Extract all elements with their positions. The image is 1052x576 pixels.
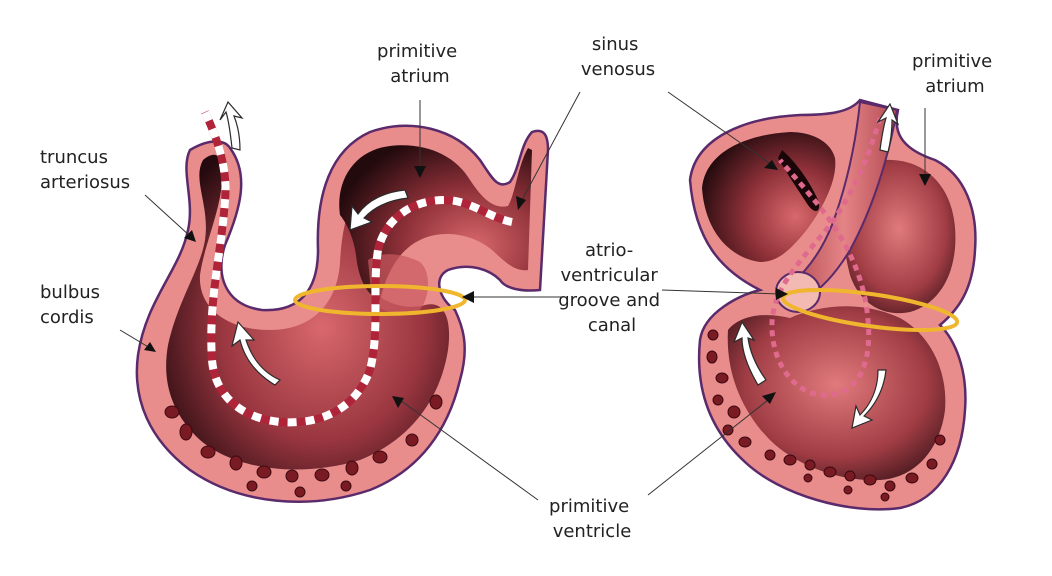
label-truncus-arteriosus: truncus arteriosus (40, 147, 130, 193)
label-av-groove-and-canal: atrio- ventricular groove and canal (558, 240, 666, 336)
label-bulbus-cordis: bulbus cordis (40, 282, 106, 328)
label-primitive-atrium-left: primitive atrium (377, 41, 463, 87)
label-primitive-ventricle: primitive ventricle (549, 496, 635, 542)
left-heart (137, 102, 548, 502)
label-primitive-atrium-right: primitive atrium (912, 51, 998, 97)
right-heart (690, 100, 975, 509)
label-sinus-venosus: sinus venosus (581, 34, 655, 80)
